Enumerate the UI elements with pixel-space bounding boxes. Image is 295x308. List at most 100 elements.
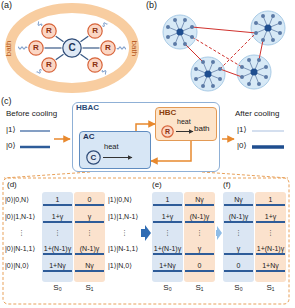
cluster-site <box>183 18 187 22</box>
cluster-site <box>173 42 177 46</box>
energy-column: Nγ(N-1)γ⋮γ0S₀ <box>223 192 254 282</box>
site-circle-shape <box>42 58 56 72</box>
level-value: 1+(N-1)γ <box>153 245 182 255</box>
bath-coupling <box>38 22 42 26</box>
level-value: 1+(N-1)γ <box>256 245 285 255</box>
cluster-site <box>190 35 194 39</box>
level-value: 1+γ <box>43 213 72 223</box>
cluster-site <box>201 84 205 88</box>
text-label: |1⟩ <box>237 126 247 135</box>
site-circle: R <box>28 40 44 56</box>
coupling-line <box>192 37 242 67</box>
level-value: γ <box>185 245 214 255</box>
step-arrow <box>141 225 151 241</box>
level-value: 1 <box>43 196 72 206</box>
site-circle-shape <box>63 39 81 57</box>
coupling-line <box>192 27 256 33</box>
node-label: R <box>161 125 174 138</box>
site-circle: C <box>62 38 82 58</box>
level-value: S₀ <box>42 284 73 293</box>
level-value: 1+γ <box>256 213 285 223</box>
text-label: After cooling <box>235 110 279 119</box>
bath-coupling <box>102 70 106 74</box>
text-label: |0⟩|N,0⟩ <box>5 262 29 270</box>
cluster-site <box>211 84 215 88</box>
text-label: (a) <box>1 1 12 11</box>
cluster-site <box>257 82 261 86</box>
cluster-site <box>257 58 261 62</box>
level-value: 1+Nγ <box>43 262 72 272</box>
node-label: HBC <box>159 109 176 118</box>
site-circle-shape <box>88 24 102 38</box>
bath-ring <box>10 8 134 88</box>
node-label: R <box>100 40 116 56</box>
flow-arrow <box>54 138 70 140</box>
bath-ring: CRRRRRRbathbath <box>4 2 140 94</box>
spoke-link <box>80 36 88 42</box>
bath-coupling <box>18 47 27 50</box>
cluster-site <box>211 60 215 64</box>
level-value: Nγ <box>75 262 104 272</box>
flow-arrow <box>222 138 234 140</box>
cluster-site <box>190 25 194 29</box>
level-value: 1 <box>256 196 285 206</box>
site-circle: C <box>86 150 101 165</box>
node-label: R <box>28 40 44 56</box>
site-circle: R <box>100 40 116 56</box>
level-value: S₁ <box>184 284 215 293</box>
node-label: AC <box>83 133 95 142</box>
text-label: |1⟩|N-1,1⟩ <box>108 245 138 253</box>
energy-column: 11+γ⋮1+(N-1)γ1+NγS₀ <box>42 192 73 282</box>
zoom-frame <box>3 178 289 304</box>
cluster-site <box>261 38 265 42</box>
node-label: C <box>62 38 82 58</box>
node-label: R <box>41 23 57 39</box>
cluster-site <box>218 77 222 81</box>
text-label: (e) <box>152 181 162 190</box>
energy-column: 11+γ⋮1+(N-1)γ1+NγS₀ <box>152 192 183 282</box>
site-circle: R <box>161 125 174 138</box>
energy-level <box>252 130 284 132</box>
level-value: Nγ <box>185 196 214 206</box>
cluster-site <box>264 65 268 69</box>
network-panel <box>163 11 285 91</box>
level-value: ⋮ <box>153 229 182 237</box>
level-value: ⋮ <box>185 229 214 237</box>
heat-arrow <box>176 131 193 132</box>
level-value: γ <box>224 245 253 255</box>
node-label: C <box>86 150 101 165</box>
site-circle: R <box>87 23 103 39</box>
cluster-disc <box>237 55 271 89</box>
node-label: R <box>41 57 57 73</box>
level-value: 0 <box>224 262 253 272</box>
level-value: ⋮ <box>256 229 285 237</box>
site-circle-shape <box>162 126 173 137</box>
cluster-site <box>173 18 177 22</box>
level-value: S₁ <box>74 284 105 293</box>
cluster-site <box>166 35 170 39</box>
text-label: heat <box>177 118 191 126</box>
level-value: S₁ <box>255 284 286 293</box>
level-value: Nγ <box>224 196 253 206</box>
cluster-site <box>261 14 265 18</box>
spoke-link <box>56 54 64 60</box>
site-circle-shape <box>42 24 56 38</box>
text-label: |0⟩|N-1,1⟩ <box>5 245 35 253</box>
site-circle: R <box>41 57 57 73</box>
node-label: R <box>87 23 103 39</box>
text-label: |0⟩ <box>237 142 247 151</box>
site-circle-shape <box>29 41 43 55</box>
level-value: 0 <box>185 262 214 272</box>
step-arrow <box>216 226 222 240</box>
energy-level <box>20 130 50 132</box>
cluster-site <box>218 67 222 71</box>
cluster-site <box>254 21 258 25</box>
cluster-site <box>166 25 170 29</box>
text-label: Before cooling <box>6 110 57 119</box>
cluster-site <box>247 58 251 62</box>
cluster-disc <box>163 15 197 49</box>
bath-coupling <box>102 23 107 27</box>
cluster-center <box>177 29 184 36</box>
site-circle: R <box>87 57 103 73</box>
node-label: HBAC <box>76 104 99 113</box>
